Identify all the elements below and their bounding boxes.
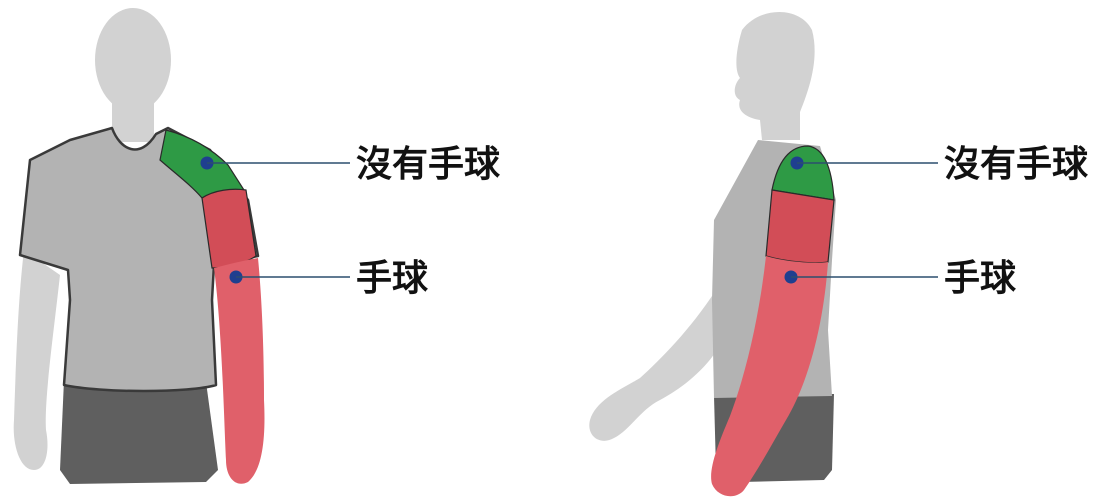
side-handball-label: 手球 [944,258,1017,299]
front-no-handball-label: 沒有手球 [356,144,501,185]
front-left-arm [13,250,60,470]
side-handball-upper [765,189,835,264]
side-no-handball-zone [771,145,835,201]
front-head [95,8,171,142]
side-no-handball-label: 沒有手球 [944,144,1089,185]
front-handball-label: 手球 [356,258,429,299]
front-pants [60,380,218,484]
side-head [734,12,815,140]
side-handball-forearm [711,256,828,497]
front-handball-forearm [214,258,265,484]
side-figure: 沒有手球 手球 [589,12,1089,497]
front-figure: 沒有手球 手球 [13,8,501,484]
side-back-arm [589,290,722,441]
front-handball-upper [201,188,257,269]
